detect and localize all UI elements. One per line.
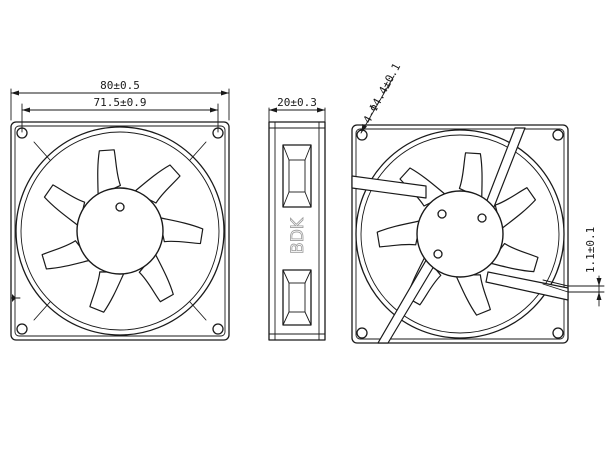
lead-offset-label: 1.1±0.1 — [584, 227, 597, 273]
hole-spacing-label: 71.5±0.9 — [94, 96, 147, 109]
lead-wire: 1.1±0.1 — [542, 227, 605, 307]
front-hub-dot — [115, 202, 125, 212]
rear-venturi — [355, 129, 565, 339]
side-lower-window — [282, 269, 312, 326]
mount-hole-dimension: 4-Φ4.4±0.1 — [360, 61, 404, 134]
front-view: 80±0.5 71.5±0.9 — [10, 79, 230, 341]
side-upper-window — [282, 144, 312, 208]
rear-hub-screws — [433, 209, 487, 259]
side-view: 20±0.3 BDK — [268, 96, 326, 341]
side-frame — [268, 121, 326, 341]
front-venturi — [15, 126, 225, 336]
front-mount-holes — [16, 127, 224, 335]
bdk-logo: BDK — [288, 217, 308, 254]
rear-frame-outer — [351, 124, 569, 344]
overall-width-label: 80±0.5 — [100, 79, 140, 92]
rear-struts — [351, 127, 569, 344]
thickness-label: 20±0.3 — [277, 96, 317, 109]
front-frame-outer — [10, 121, 230, 341]
hole-spacing-dimension: 71.5±0.9 — [21, 96, 219, 133]
rear-mount-holes — [356, 129, 564, 339]
overall-width-dimension: 80±0.5 — [10, 79, 230, 121]
front-hub — [76, 187, 164, 275]
rear-hub — [416, 190, 504, 278]
front-frame-inner — [14, 125, 226, 337]
thickness-dimension: 20±0.3 — [268, 96, 326, 125]
mount-hole-label: 4-Φ4.4±0.1 — [361, 61, 404, 126]
rear-view: 4-Φ4.4±0.1 — [351, 61, 605, 344]
